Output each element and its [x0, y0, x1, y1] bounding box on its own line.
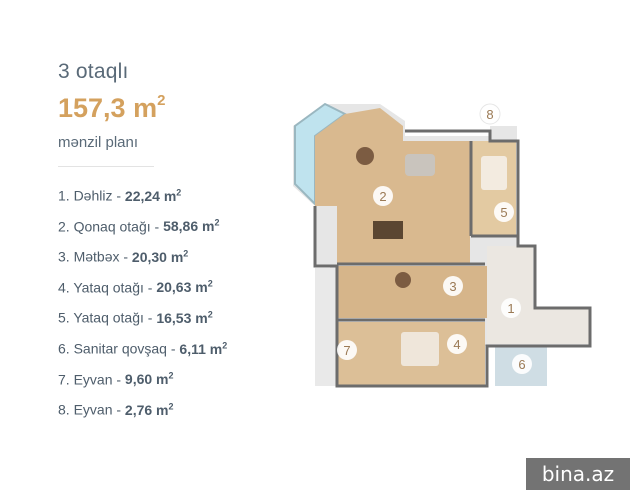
room-7-floor	[315, 268, 335, 386]
room-label: 8. Eyvan -	[58, 401, 125, 418]
room-marker-8: 8	[479, 103, 501, 125]
divider	[58, 166, 154, 167]
svg-text:1: 1	[507, 301, 514, 316]
room-item: 7. Eyvan - 9,60 m2	[58, 367, 227, 398]
svg-text:4: 4	[453, 337, 460, 352]
total-area-value: 157,3 m	[58, 93, 158, 123]
room-item: 1. Dəhliz - 22,24 m2	[58, 183, 227, 214]
room-marker-6: 6	[512, 354, 532, 374]
table-icon	[373, 221, 403, 239]
room-item: 6. Sanitar qovşaq - 6,11 m2	[58, 336, 227, 367]
room-label: 2. Qonaq otağı -	[58, 218, 164, 235]
room-marker-5: 5	[494, 202, 514, 222]
room-label: 1. Dəhliz -	[58, 187, 125, 204]
total-area: 157,3 m2	[58, 92, 166, 124]
room-marker-7: 7	[337, 340, 357, 360]
kitchen-table-icon	[395, 272, 411, 288]
room-marker-1: 1	[501, 298, 521, 318]
room-list: 1. Dəhliz - 22,24 m2 2. Qonaq otağı - 58…	[58, 183, 227, 428]
room-area: 6,11 m2	[179, 339, 228, 357]
svg-text:2: 2	[379, 189, 386, 204]
sofa-icon	[405, 154, 435, 176]
plan-walls	[313, 129, 592, 388]
room-3-floor	[337, 266, 487, 318]
room-label: 6. Sanitar qovşaq -	[58, 340, 180, 357]
room-label: 5. Yataq otağı -	[58, 310, 157, 327]
svg-text:3: 3	[449, 279, 456, 294]
svg-text:6: 6	[518, 357, 525, 372]
bed-icon	[401, 332, 439, 366]
room-item: 2. Qonaq otağı - 58,86 m2	[58, 214, 227, 245]
room-marker-4: 4	[447, 334, 467, 354]
svg-text:8: 8	[486, 107, 493, 122]
room-1-floor	[487, 246, 590, 344]
room-item: 5. Yataq otağı - 16,53 m2	[58, 305, 227, 336]
room-area: 20,63 m2	[156, 278, 213, 296]
bed-icon	[481, 156, 507, 190]
watermark: bina.az	[526, 458, 630, 490]
room-2-floor	[315, 108, 470, 264]
floor-plan: 2 5 3 1 4 6 7 8	[293, 102, 592, 388]
total-area-unit: 2	[157, 92, 166, 109]
page-title: 3 otaqlı	[58, 60, 129, 83]
dining-table-icon	[356, 147, 374, 165]
room-marker-3: 3	[443, 276, 463, 296]
svg-text:5: 5	[500, 205, 507, 220]
room-area: 9,60 m2	[124, 370, 174, 388]
room-marker-2: 2	[373, 186, 393, 206]
room-area: 22,24 m2	[124, 187, 182, 204]
room-area: 16,53 m2	[156, 309, 213, 327]
room-item: 8. Eyvan - 2,76 m2	[58, 397, 227, 428]
room-label: 4. Yataq otağı -	[58, 279, 157, 296]
plan-subtitle: mənzil planı	[58, 134, 139, 151]
svg-text:7: 7	[343, 343, 350, 358]
room-area: 58,86 m2	[163, 217, 220, 235]
room-item: 3. Mətbəx - 20,30 m2	[58, 244, 227, 275]
room-area: 2,76 m2	[124, 401, 174, 418]
room-item: 4. Yataq otağı - 20,63 m2	[58, 275, 227, 306]
room-label: 7. Eyvan -	[58, 371, 125, 388]
room-area: 20,30 m2	[131, 248, 189, 265]
room-label: 3. Mətbəx -	[58, 248, 132, 265]
